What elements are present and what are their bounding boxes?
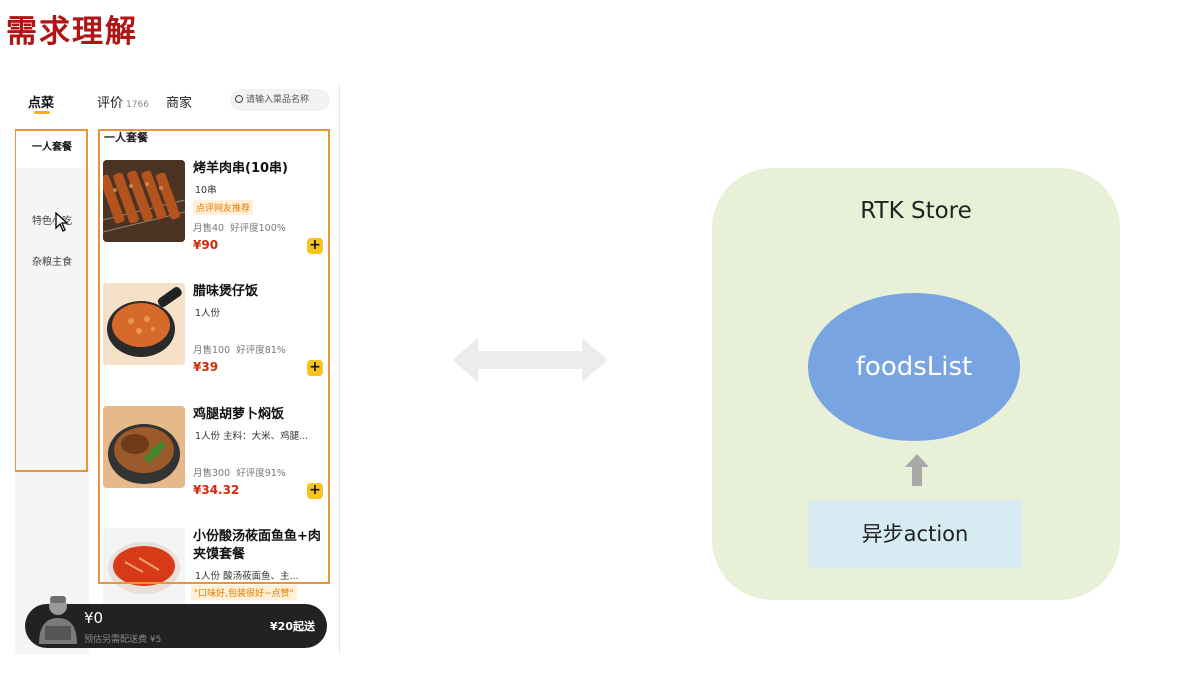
state-foods-list: foodsList (808, 293, 1020, 441)
search-icon (235, 95, 243, 103)
food-image (103, 406, 185, 488)
food-sales: 月售40 (193, 223, 225, 234)
food-desc: 10串 (195, 185, 217, 196)
food-sales: 月售300 (193, 468, 231, 479)
review-count: 1766 (126, 100, 149, 110)
food-price: ¥90 (193, 238, 219, 252)
food-name: 烤羊肉串(10串) (193, 161, 288, 176)
search-input[interactable]: 请输入菜品名称 (230, 89, 330, 111)
food-name: 小份酸汤莜面鱼鱼+肉夹馍套餐 (193, 529, 321, 562)
tab-merchant[interactable]: 商家 (166, 96, 193, 111)
food-stats: 月售40 好评度100% (193, 220, 286, 234)
add-to-cart-button[interactable]: + (307, 483, 323, 499)
active-tab-indicator (34, 111, 50, 114)
cart-total: ¥0 (84, 609, 104, 627)
delivery-fee-note: 预估另需配送费 ¥5 (84, 635, 162, 645)
category-highlight-box (15, 129, 88, 472)
food-rating: 好评度100% (230, 223, 286, 234)
courier-avatar-icon (39, 596, 77, 644)
claypot-rice-image (103, 283, 185, 365)
food-desc: 1人份 (195, 308, 221, 319)
food-list-highlight-box (98, 129, 330, 584)
section-title: 一人套餐 (104, 131, 148, 144)
food-tag: 点评网友推荐 (193, 200, 254, 215)
slide-title: 需求理解 (6, 14, 138, 50)
food-image (103, 160, 185, 242)
tab-reviews-label: 评价 (97, 96, 124, 111)
food-item: 小份酸汤莜面鱼鱼+肉夹馍套餐 1人份 酸汤莜面鱼、主... (103, 528, 328, 643)
rtk-store-diagram: RTK Store foodsList 异步action (712, 168, 1120, 600)
up-arrow-icon (905, 454, 929, 486)
tab-order[interactable]: 点菜 (28, 96, 55, 111)
food-name: 腊味煲仔饭 (193, 284, 259, 299)
skewers-image (103, 160, 185, 242)
food-stats: 月售100 好评度81% (193, 342, 286, 356)
store-title: RTK Store (860, 198, 972, 224)
category-item-snacks[interactable]: 特色小吃 (32, 216, 72, 227)
food-item: 烤羊肉串(10串) 10串 点评网友推荐 月售40 好评度100% ¥90 + (103, 160, 328, 275)
review-slogan: "口味好,包装很好~点赞" (191, 585, 297, 600)
food-stats: 月售300 好评度91% (193, 465, 286, 479)
food-rating: 好评度91% (236, 468, 286, 479)
mouse-cursor-icon (55, 212, 69, 232)
food-item: 鸡腿胡萝卜焖饭 1人份 主料：大米、鸡腿... 月售300 好评度91% ¥34… (103, 406, 328, 521)
food-sales: 月售100 (193, 345, 231, 356)
food-image (103, 528, 185, 610)
food-name: 鸡腿胡萝卜焖饭 (193, 407, 285, 422)
search-placeholder: 请输入菜品名称 (246, 95, 310, 105)
category-item-combo[interactable]: 一人套餐 (15, 128, 89, 168)
food-desc: 1人份 酸汤莜面鱼、主... (195, 571, 299, 582)
noodle-soup-image (103, 528, 185, 610)
cart-bar[interactable]: ¥0 预估另需配送费 ¥5 ¥20起送 (25, 596, 327, 648)
category-sidebar: 一人套餐 特色小吃 杂粮主食 (15, 128, 89, 654)
food-item: 腊味煲仔饭 1人份 月售100 好评度81% ¥39 + (103, 283, 328, 398)
double-arrow-icon (452, 338, 608, 382)
chicken-rice-image (103, 406, 185, 488)
add-to-cart-button[interactable]: + (307, 360, 323, 376)
food-price: ¥34.32 (193, 483, 240, 497)
food-price: ¥39 (193, 360, 219, 374)
min-order-label: ¥20起送 (270, 620, 315, 633)
add-to-cart-button[interactable]: + (307, 238, 323, 254)
food-image (103, 283, 185, 365)
food-desc: 1人份 主料：大米、鸡腿... (195, 431, 309, 442)
category-item-staples[interactable]: 杂粮主食 (32, 257, 72, 268)
async-action-box: 异步action (808, 500, 1022, 568)
food-rating: 好评度81% (236, 345, 286, 356)
